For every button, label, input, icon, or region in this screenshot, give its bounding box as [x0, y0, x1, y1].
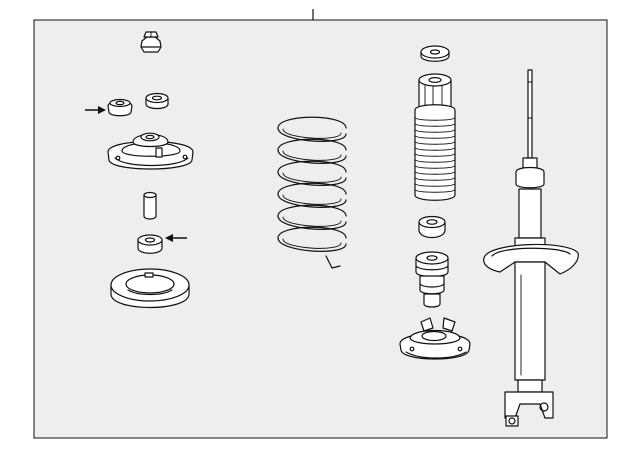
spring-coil-front	[277, 127, 347, 142]
stopper-cap-icon	[418, 215, 446, 239]
bump-stop-icon	[415, 251, 449, 308]
boot-rib	[414, 165, 456, 169]
boot-rib	[414, 117, 456, 121]
spring-coil-front	[277, 149, 347, 164]
spring-coil-inner	[282, 172, 342, 183]
boot-rib	[414, 171, 456, 175]
spring-coil-back	[277, 116, 347, 129]
washer-bushing-icon	[145, 92, 169, 110]
arrow-icon	[165, 234, 187, 242]
boot-rib	[414, 141, 456, 145]
upper-mount-icon	[107, 132, 194, 170]
boot-rib	[414, 135, 456, 139]
spring-coil-front	[277, 171, 347, 186]
spring-end	[325, 255, 341, 269]
boot-rib	[414, 153, 456, 157]
lock-nut-icon	[107, 98, 133, 117]
lower-bushing-icon	[137, 234, 163, 254]
spring-coil-back	[277, 160, 347, 173]
spring-coil-back	[277, 226, 347, 239]
dust-boot-icon	[414, 73, 456, 201]
boot-rib	[414, 183, 456, 187]
spring-coil-inner	[282, 128, 342, 139]
collar-icon	[143, 191, 157, 220]
spring-coil-inner	[282, 216, 342, 227]
spring-coil-inner	[282, 150, 342, 161]
coil-spring-icon	[277, 116, 347, 269]
spring-coil-inner	[282, 238, 342, 249]
arrow-icon	[85, 106, 106, 114]
spring-coil-back	[277, 182, 347, 195]
spring-coil-front	[277, 215, 347, 230]
lower-spring-seat-icon	[399, 317, 471, 360]
boot-rib	[414, 123, 456, 127]
flange-nut-icon	[140, 31, 162, 53]
spring-coil-front	[277, 193, 347, 208]
spring-coil-inner	[282, 194, 342, 205]
boot-rib	[414, 129, 456, 133]
spring-seat-icon	[110, 268, 190, 308]
boot-rib	[414, 159, 456, 163]
boot-rib	[414, 177, 456, 181]
spring-coil-front	[277, 237, 347, 252]
spring-coil-back	[277, 138, 347, 151]
boot-rib	[414, 189, 456, 193]
boot-rib	[414, 147, 456, 151]
shock-absorber-icon	[483, 69, 579, 427]
spring-coil-back	[277, 204, 347, 217]
washer-icon	[420, 45, 450, 62]
